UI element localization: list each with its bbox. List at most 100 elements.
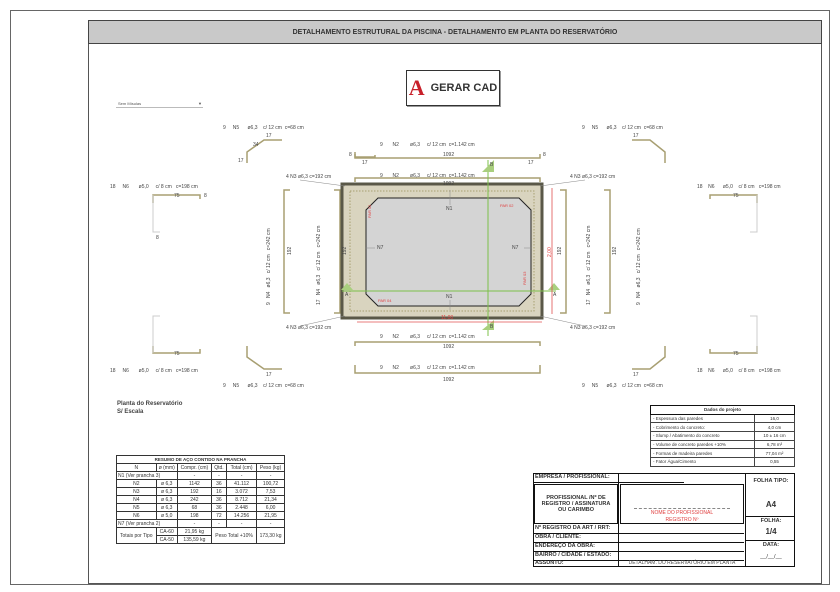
n2-dim: 17	[362, 160, 368, 166]
wall-label: PAR 01	[367, 204, 372, 219]
steel-weight: 135,59 kg	[176, 535, 212, 544]
table-cell: N4	[116, 495, 157, 504]
column-header: Peso (kg)	[256, 463, 285, 472]
table-cell: ø 6,3	[155, 495, 178, 504]
sheet-value: 1/4	[765, 527, 777, 536]
sheet-type-label: FOLHA TIPO:	[753, 478, 789, 484]
city-label: BAIRRO / CIDADE / ESTADO:	[534, 552, 744, 561]
n6-dim: 75	[174, 351, 180, 357]
table-cell: 7,53	[256, 487, 285, 496]
parameter-value: 4,0 cm	[754, 422, 795, 433]
chevron-down-icon: ▼	[198, 101, 202, 106]
art-label: Nº REGISTRO DA ART / RRT:	[534, 525, 744, 534]
generate-cad-button[interactable]: A GERAR CAD	[406, 70, 500, 106]
project-data-table: Dados do projeto - Espessura das paredes…	[650, 405, 795, 467]
parameter-label: - Fator Água/Cimento	[650, 457, 755, 467]
table-cell: 192	[176, 487, 212, 496]
steel-type: CA-60	[155, 527, 178, 536]
steel-type: CA-50	[155, 535, 178, 544]
n4-label: 9 N4 ø6,3 c/ 12 cm c=242 cm	[636, 228, 642, 305]
date-label: DATA:	[762, 542, 780, 548]
table-cell: N5	[116, 503, 157, 512]
n3-label: 4 N3 ø6,3 c=192 cm	[570, 325, 616, 331]
n3-label: 4 N3 ø6,3 c=192 cm	[570, 174, 616, 180]
sheet-type-value: A4	[765, 500, 777, 509]
table-cell: 8.712	[225, 495, 258, 504]
project-data-title: Dados do projeto	[650, 405, 795, 415]
n2-dim: 1092	[443, 181, 455, 187]
date-value[interactable]: __/__/__	[760, 554, 782, 560]
haunch-select-value: Sem Mísulas	[118, 101, 142, 106]
n5-dim: 17	[266, 372, 272, 378]
n6-dim: 75	[733, 193, 739, 199]
height-dimension: 2,00	[547, 247, 553, 257]
n6-label: 18 N6 ø5,0 c/ 8 cm c=198 cm	[110, 184, 198, 190]
page-border	[10, 10, 830, 585]
table-cell: ø 6,3	[155, 503, 178, 512]
n2-dim: 8	[349, 152, 352, 158]
table-cell: N1 (Ver prancha 3)	[116, 471, 178, 480]
table-cell: ø 6,3	[155, 479, 178, 488]
column-header: Total (cm)	[225, 463, 258, 472]
n2-label: 9 N2 ø6,3 c/ 12 cm c=1.142 cm	[380, 365, 475, 371]
n6-label: 18 N6 ø5,0 c/ 8 cm c=198 cm	[697, 184, 781, 190]
professional-registry[interactable]: REGISTRO Nº	[665, 517, 699, 523]
professional-label: PROFISSIONAL /Nº DE REGISTRO / ASSINATUR…	[534, 484, 618, 524]
parameter-value: 10 ± 16 cm	[754, 431, 795, 441]
table-cell: 3.072	[225, 487, 258, 496]
haunch-select[interactable]: Sem Mísulas ▼	[116, 101, 203, 108]
plan-scale: S/ Escala	[117, 409, 144, 415]
parameter-value: 16,0	[754, 413, 795, 424]
table-row: N1 (Ver prancha 3)----	[116, 471, 285, 480]
n5-dim: 17	[266, 133, 272, 139]
table-row: N7 (Ver prancha 2)----	[116, 519, 285, 528]
section-marker: A	[553, 292, 557, 298]
parameter-label: - Formas de madeira paredes	[650, 448, 755, 459]
table-cell: 36	[210, 479, 227, 488]
section-marker: A	[345, 292, 349, 298]
n6-label: 18 N6 ø5,0 c/ 8 cm c=198 cm	[110, 368, 198, 374]
table-cell: ø 6,3	[155, 487, 178, 496]
n5-dim: 17	[633, 372, 639, 378]
column-header: ø (mm)	[155, 463, 178, 472]
n5-dim: 34	[253, 142, 259, 148]
table-cell: 242	[176, 495, 212, 504]
generate-cad-label: GERAR CAD	[430, 82, 498, 94]
autocad-logo-icon: A	[408, 75, 425, 100]
table-cell: 36	[210, 495, 227, 504]
total-weight-label: Peso Total +10%	[210, 527, 258, 544]
subject-value: DETALHAM. DO RESERVATÓRIO EM PLANTA	[628, 560, 736, 566]
drawing-sheet	[88, 20, 822, 584]
wall-label: PAR 04	[378, 298, 392, 303]
table-cell: ø 5,0	[155, 511, 178, 520]
totals-row: CA-50 135,59 kg	[117, 535, 285, 544]
n6-dim: 75	[174, 193, 180, 199]
n2-label: 9 N2 ø6,3 c/ 12 cm c=1.142 cm	[380, 173, 475, 179]
subject-label: ASSUNTO:	[535, 560, 564, 566]
column-header: Compr. (cm)	[176, 463, 212, 472]
table-cell: 1142	[176, 479, 212, 488]
table-cell: N3	[116, 487, 157, 496]
totals-row: Totais por Tipo CA-60 21,95 kg Peso Tota…	[116, 527, 285, 544]
professional-name[interactable]: NOME DO PROFISSIONAL	[650, 510, 714, 516]
n2-dim: 8	[543, 152, 546, 158]
n4-label: 17 N4 ø6,3 c/ 12 cm c=242 cm	[316, 225, 322, 305]
table-cell: 21,95	[256, 511, 285, 520]
n2-label: 9 N2 ø6,3 c/ 12 cm c=1.142 cm	[380, 334, 475, 340]
sheet-label: FOLHA:	[760, 518, 782, 524]
n4-dim: 192	[557, 246, 563, 255]
table-cell: N6	[116, 511, 157, 520]
table-cell: N7 (Ver prancha 2)	[116, 519, 178, 528]
n5-dim: 17	[238, 158, 244, 164]
parameter-value: 77,04 m²	[754, 448, 795, 459]
project-data-row: - Cobrimento do concreto:4,0 cm	[650, 422, 795, 433]
